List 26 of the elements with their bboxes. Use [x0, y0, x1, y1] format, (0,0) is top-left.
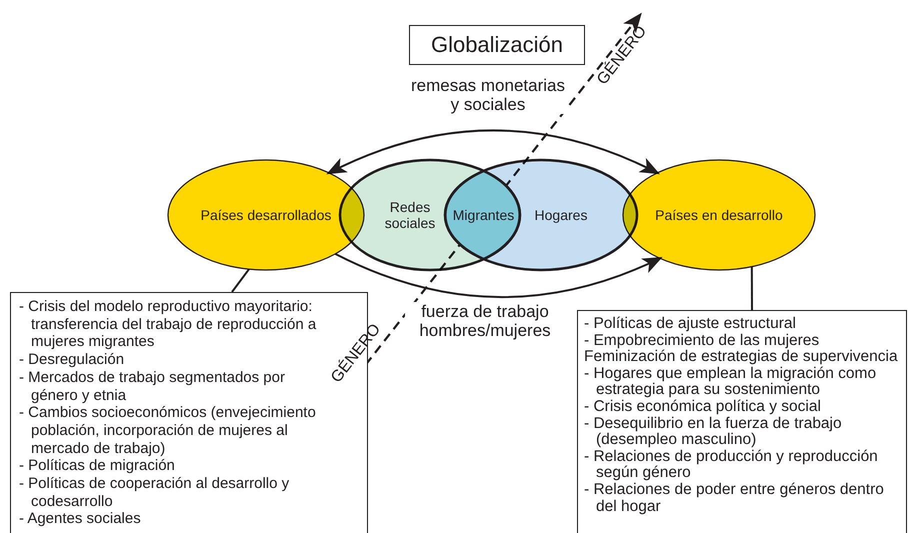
list-item: - Relaciones de producción y reproducción según género — [584, 448, 879, 482]
text-box — [577, 310, 907, 533]
list-item: - Empobrecimiento de las mujeres — [584, 332, 820, 350]
title-box: Globalización — [409, 25, 585, 65]
list-item: - Crisis económica política y social — [584, 398, 822, 416]
list-item: - Cambios socioeconómicos (envejecimiento población, incorporación de mujeres al mercado de trabajo) — [19, 404, 317, 458]
list-item: - Agentes sociales — [19, 510, 142, 528]
list-item: - Políticas de cooperación al desarrollo y codesarrollo — [19, 475, 290, 510]
list-item: - Desregulación — [19, 351, 126, 369]
node-label: Países en desarrollo — [655, 207, 783, 223]
curved-arrow — [326, 130, 660, 174]
list-item: - Políticas de migración — [19, 457, 176, 476]
list-item: - Desequilibrio en la fuerza de trabajo (desempleo masculino) — [584, 416, 843, 449]
curved-arrow — [334, 252, 663, 298]
node-label: Países desarrollados — [200, 207, 332, 223]
node-label: Migrantes — [452, 207, 514, 223]
list-item: - Mercados de trabajo segmentados por género y etnia — [19, 368, 286, 404]
list-item: - Políticas de ajuste estructural — [584, 316, 797, 333]
list-item: - Relaciones de poder entre géneros dentro del hogar — [584, 482, 885, 516]
connector-line — [231, 268, 250, 293]
connector-line — [750, 266, 753, 310]
node-label: Redes sociales — [384, 199, 436, 231]
list-item: - Crisis del modelo reproductivo mayoritario: transferencia del trabajo de reproducción a mujeres migrantes — [19, 298, 318, 352]
list-item: Feminización de estrategias de supervivencia — [584, 349, 899, 366]
node-label: Hogares — [534, 207, 588, 223]
list-item: - Hogares que emplean la migración como estrategia para su sostenimiento — [584, 366, 878, 399]
